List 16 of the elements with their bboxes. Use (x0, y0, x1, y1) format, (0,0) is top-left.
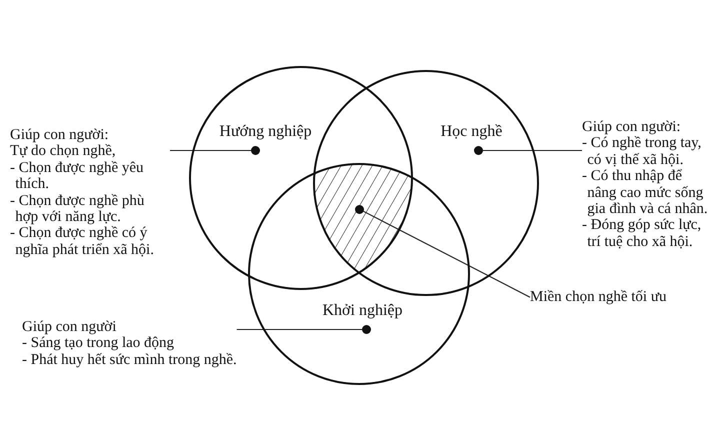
dot-icon (362, 325, 371, 334)
leader-line (483, 150, 582, 152)
leader-line (362, 210, 530, 298)
venn-circle (189, 66, 413, 290)
circle-label: Khởi nghiệp (322, 302, 402, 320)
annotation-text: Giúp con người: - Có nghề trong tay, có vị thế xã hội. - Có thu nhập để nâng cao mức sống gia đình và cá nhân. - Đóng góp sức lực, trí tuệ cho xã hội. (582, 119, 709, 250)
dot-icon (251, 146, 260, 155)
circle-label: Học nghề (440, 122, 502, 140)
annotation-text: Giúp con người - Sáng tạo trong lao động - Phát huy hết sức mình trong nghề. (22, 319, 237, 368)
callout-text: Miền chọn nghề tối ưu (530, 289, 666, 306)
leader-line (236, 328, 362, 330)
dot-icon (474, 146, 483, 155)
leader-line (170, 150, 251, 152)
circle-label: Hướng nghiệp (219, 122, 312, 140)
annotation-text: Giúp con người: Tự do chọn nghề, - Chọn được nghề yêu thích. - Chọn được nghề phù hợp với năng lực. - Chọn được nghề có ý nghĩa phát triển xã hội. (10, 127, 170, 258)
venn-circle (248, 163, 470, 385)
